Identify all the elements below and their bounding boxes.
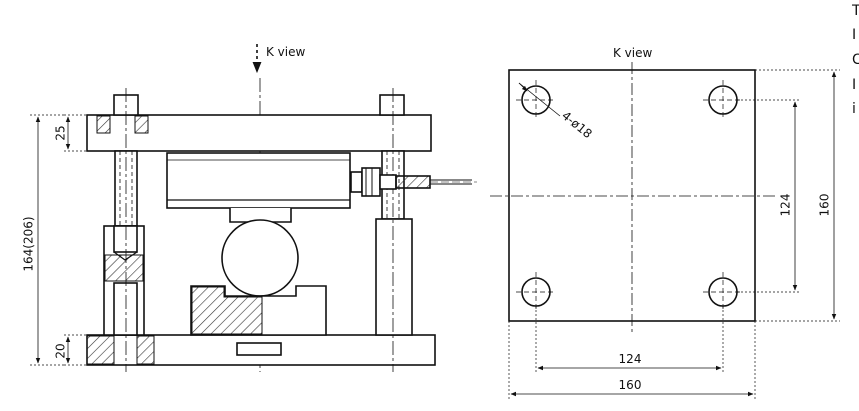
front-k-view-label: K view xyxy=(266,45,306,59)
edge-text-4: I xyxy=(852,78,857,92)
dim-hole-spacing-h-label: 124 xyxy=(619,352,642,366)
cable-connector xyxy=(350,167,477,197)
edge-text-5: i xyxy=(852,102,856,116)
dim-hole-spacing-v-label: 124 xyxy=(779,194,793,217)
dim-top-plate-label: 25 xyxy=(54,125,68,140)
front-view: K view xyxy=(22,44,477,372)
left-sleeve-lower xyxy=(113,282,138,336)
right-sleeve xyxy=(375,218,413,336)
top-nut-hatch-right xyxy=(134,115,149,134)
edge-text-2: I xyxy=(852,28,857,42)
top-view: K view 4-ø18 124 xyxy=(490,46,840,400)
bottom-hatch-mid xyxy=(136,335,155,365)
top-k-view-label: K view xyxy=(613,46,653,60)
dim-total-height-label: 164(206) xyxy=(22,216,36,271)
dim-height-label: 160 xyxy=(818,194,832,217)
top-nut-hatch-left xyxy=(96,115,111,134)
base-block-hatch xyxy=(191,286,263,335)
edge-text-3: C xyxy=(852,53,859,67)
right-bolt-head xyxy=(379,94,405,116)
bottom-center-bolt xyxy=(236,342,282,356)
load-cell-body xyxy=(166,152,351,209)
mounting-holes xyxy=(516,80,743,312)
left-bolt-shaft xyxy=(113,225,138,253)
edge-text-1: T xyxy=(852,4,859,18)
ball xyxy=(221,219,299,297)
dim-width-label: 160 xyxy=(619,378,642,392)
dim-bottom-plate-label: 20 xyxy=(54,343,68,358)
bottom-hatch-left xyxy=(86,335,115,365)
